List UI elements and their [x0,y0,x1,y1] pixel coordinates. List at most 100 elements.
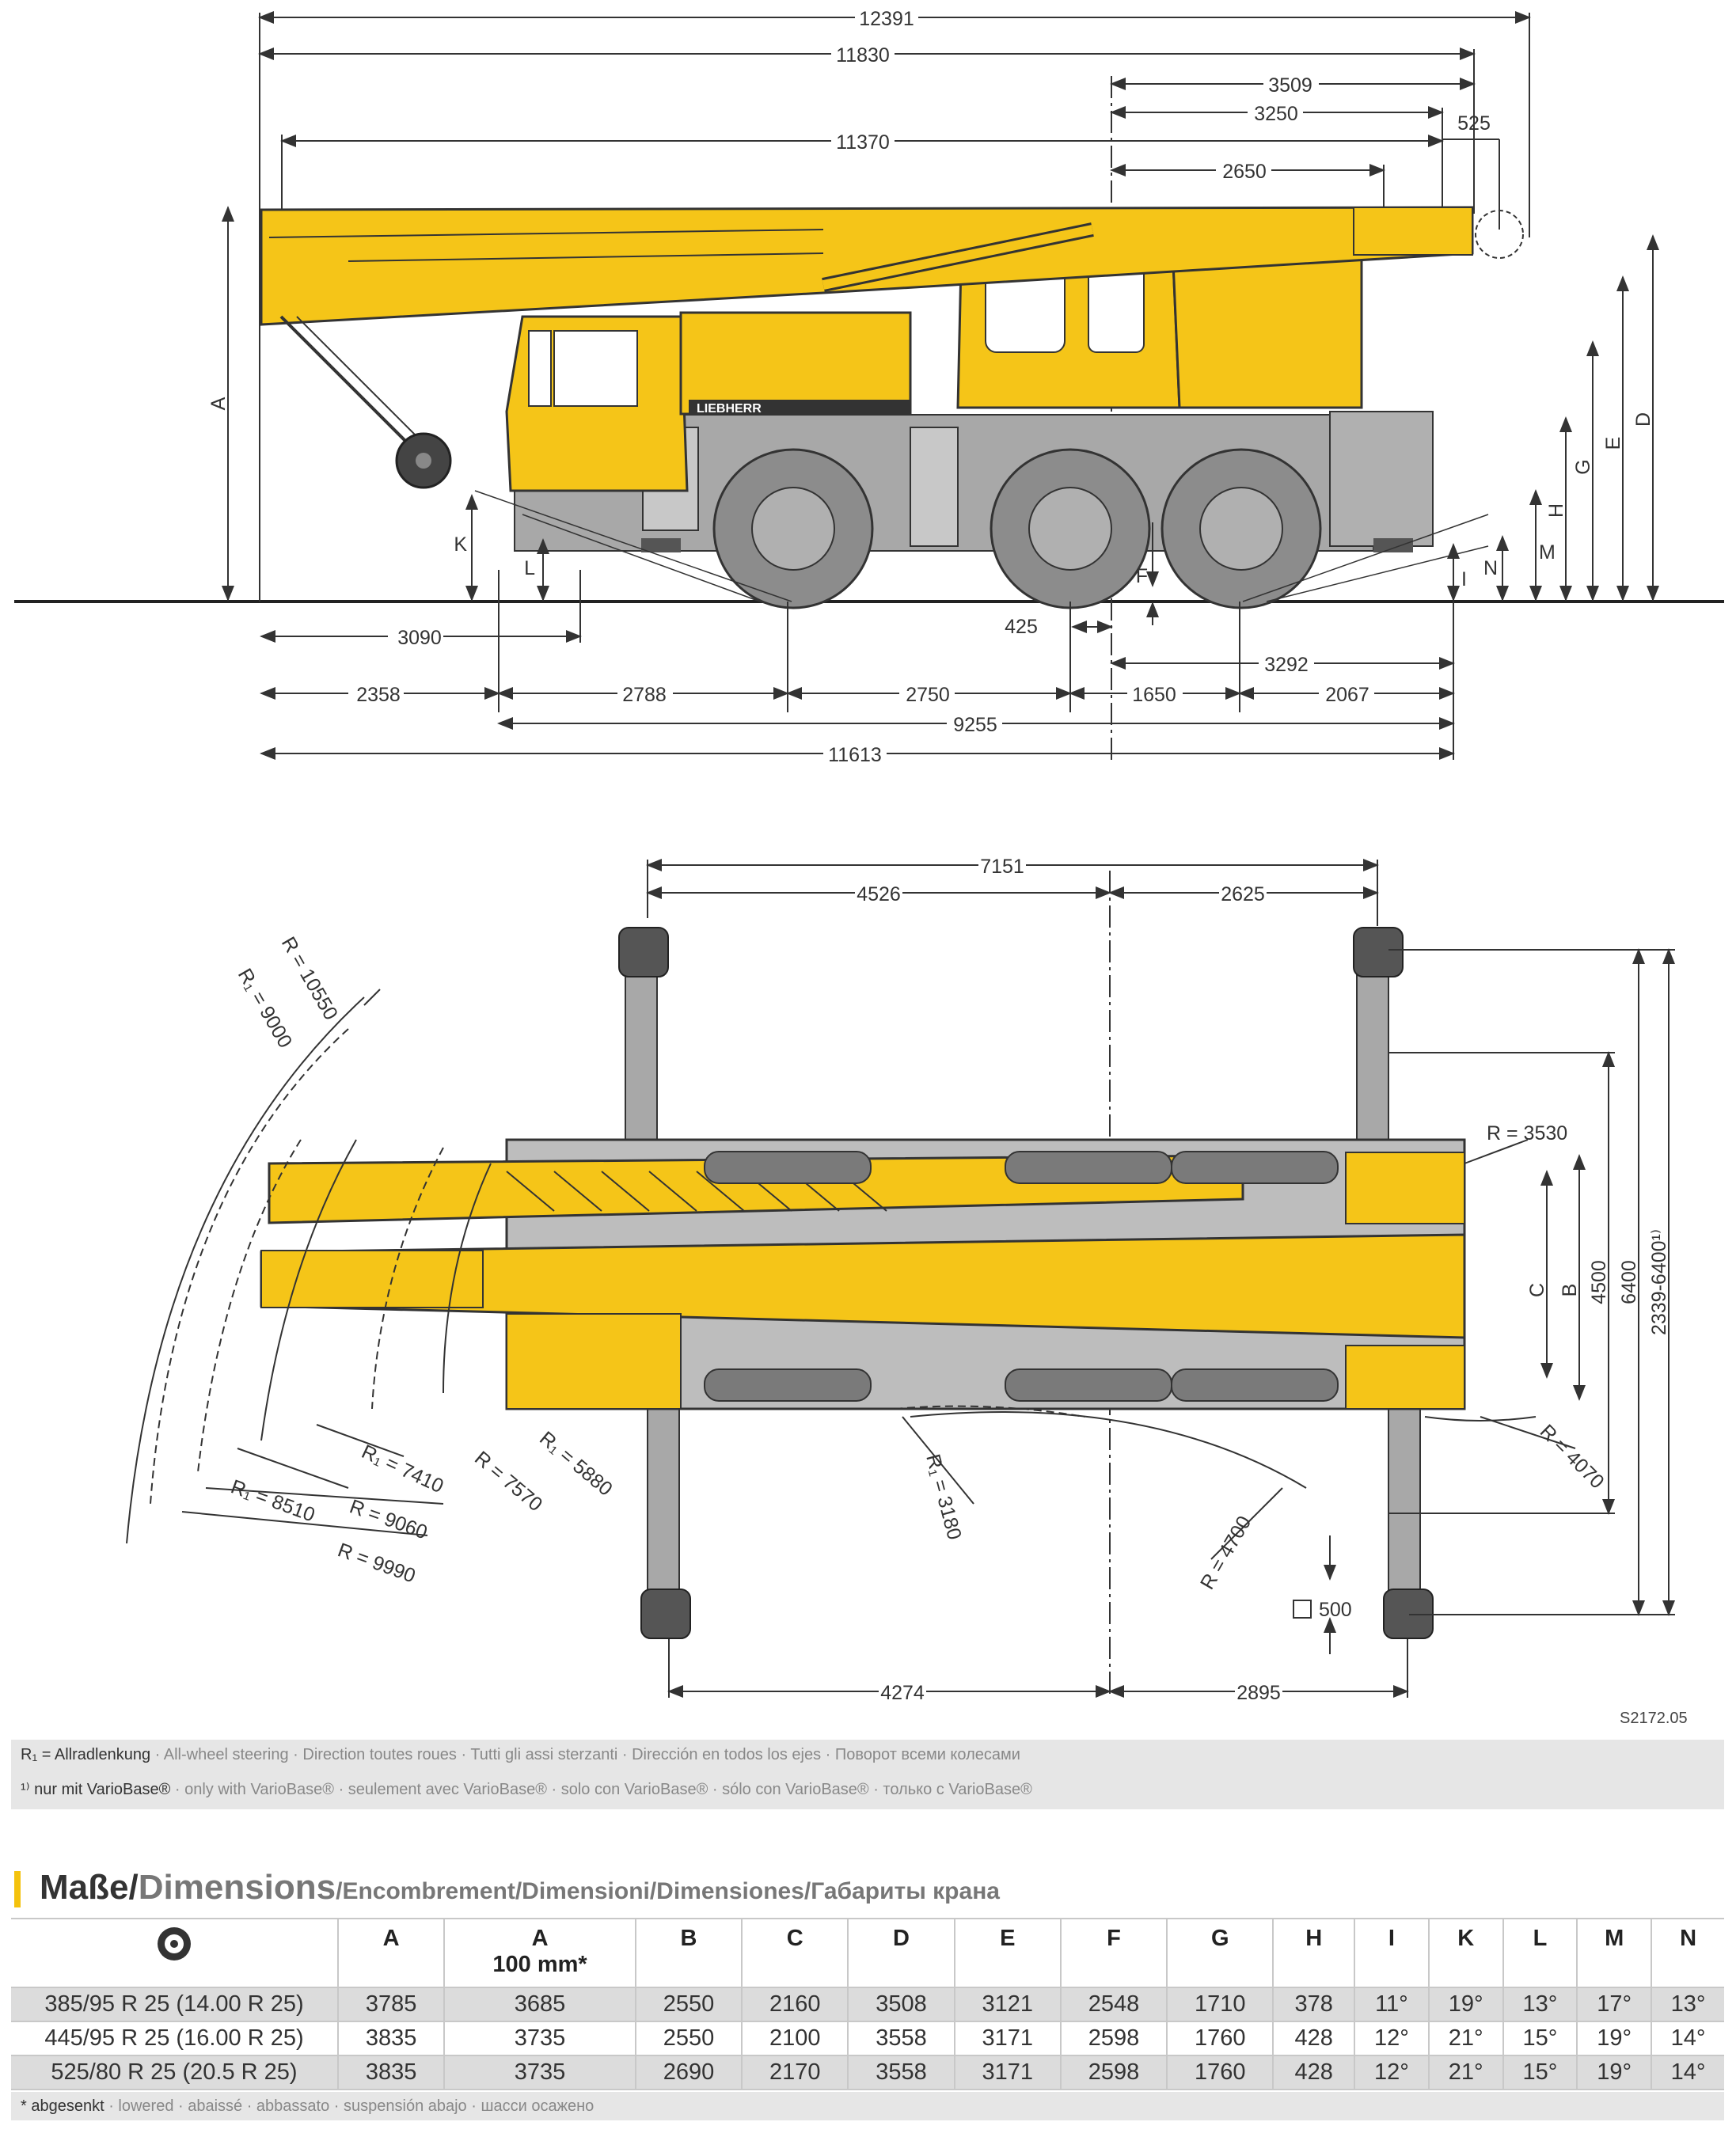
cell: 3171 [954,2055,1062,2090]
col-I: I [1354,1918,1430,1988]
col-M: M [1577,1918,1653,1988]
tire-size: 385/95 R 25 (14.00 R 25) [11,1987,339,2022]
dim-4526: 4526 [857,883,901,905]
note-allwheel: R₁ = Allradlenkung · All-wheel steering … [21,1746,1020,1764]
footnote-key: * abgesenkt [21,2097,104,2115]
cell: 3785 [338,1987,446,2022]
radius-3530: R = 3530 [1487,1122,1567,1144]
cell: 12° [1354,2021,1430,2056]
drawing-number: S2172.05 [1620,1710,1688,1727]
label-G: H [1545,503,1567,518]
col-C: C [742,1918,849,1988]
cell: 15° [1502,2055,1578,2090]
footnote-rest: · lowered · abaissé · abbassato · suspen… [104,2097,594,2115]
cell: 3685 [444,1987,636,2022]
tire-icon [158,1927,191,1960]
col-A-lowered-sub: 100 mm* [492,1952,587,1977]
cell: 2170 [742,2055,849,2090]
cell: 3508 [848,1987,955,2022]
dim-2750: 2750 [906,684,950,706]
dim-12391: 12391 [859,8,914,30]
table-row: 445/95 R 25 (16.00 R 25) 3835 3735 2550 … [11,2021,1724,2056]
col-G: G [1167,1918,1274,1988]
dim-1650: 1650 [1132,684,1176,706]
cell: 2598 [1060,2021,1168,2056]
dim-2788: 2788 [622,684,667,706]
cell: 3735 [444,2055,636,2090]
radius-7410: R₁ = 7410 [358,1440,446,1497]
col-F: F [1060,1918,1168,1988]
note-allwheel-key: R₁ = Allradlenkung [21,1746,151,1763]
heading-en: Dimensions [138,1868,336,1907]
col-E: E [954,1918,1062,1988]
col-K: K [1428,1918,1504,1988]
label-N: N [1483,557,1498,579]
cell: 2690 [635,2055,743,2090]
cell: 378 [1273,1987,1356,2022]
col-H: H [1273,1918,1356,1988]
cell: 19° [1577,2055,1653,2090]
cell: 2550 [635,1987,743,2022]
label-M: M [1539,541,1556,564]
wheel [712,448,874,609]
dim-4500: 4500 [1588,1260,1610,1304]
label-E: E [1602,437,1624,450]
dim-2358: 2358 [356,684,401,706]
label-L: L [524,557,535,579]
plan-view: 7151 4526 2625 4274 2895 [126,856,1675,1702]
col-A-lowered-letter: A [531,1926,549,1951]
footnote: * abgesenkt · lowered · abaissé · abbass… [11,2092,1724,2120]
note-allwheel-rest: · All-wheel steering · Direction toutes … [150,1746,1020,1763]
wheel [990,448,1151,609]
crane-side: LIEBHERR [260,206,1524,609]
dim-525: 525 [1457,112,1491,135]
label-I: I [1461,568,1467,590]
table-row: 525/80 R 25 (20.5 R 25) 3835 3735 2690 2… [11,2055,1724,2090]
dim-9255: 9255 [953,714,997,736]
dim-7151: 7151 [980,856,1024,878]
radius-5880: R₁ = 5880 [535,1427,617,1501]
dim-4274: 4274 [880,1682,925,1702]
col-L: L [1502,1918,1578,1988]
dim-500: 500 [1319,1599,1352,1621]
radius-4700: R = 4700 [1196,1513,1255,1593]
cell: 1710 [1167,1987,1274,2022]
label-D: D [1632,412,1654,427]
label-B: B [1559,1284,1581,1297]
dim-2339-6400: 2339-6400¹⁾ [1648,1229,1670,1335]
square-icon [1293,1600,1312,1619]
technical-drawing: 12391 11830 3509 3250 525 11370 2650 [14,8,1724,1702]
cell: 2598 [1060,2055,1168,2090]
heading-de: Maße [40,1868,129,1907]
col-N: N [1651,1918,1724,1988]
cell: 2100 [742,2021,849,2056]
radius-7570: R = 7570 [470,1447,546,1516]
wheel [1160,448,1322,609]
dim-2625: 2625 [1221,883,1265,905]
dim-2650: 2650 [1222,161,1267,183]
dim-3292: 3292 [1264,654,1309,676]
cell: 21° [1428,2055,1504,2090]
note-variobase-rest: · only with VarioBase® · seulement avec … [170,1781,1032,1798]
col-D: D [848,1918,955,1988]
heading-accent-bar [14,1871,21,1907]
dim-11370: 11370 [836,131,890,154]
dim-3250: 3250 [1254,103,1298,125]
cell: 3558 [848,2021,955,2056]
cell: 15° [1502,2021,1578,2056]
cell: 2548 [1060,1987,1168,2022]
dim-2895: 2895 [1236,1682,1281,1702]
cell: 21° [1428,2021,1504,2056]
cell: 14° [1651,2021,1724,2056]
note-variobase: ¹⁾ nur mit VarioBase® · only with VarioB… [21,1779,1032,1799]
cell: 19° [1428,1987,1504,2022]
dim-3090: 3090 [397,627,442,649]
radius-3180: R₁ = 3180 [921,1452,966,1542]
cell: 19° [1577,2021,1653,2056]
notes-box: R₁ = Allradlenkung · All-wheel steering … [11,1740,1724,1809]
table-row: 385/95 R 25 (14.00 R 25) 3785 3685 2550 … [11,1987,1724,2022]
radius-10550: R = 10550 [277,933,342,1024]
label-K: K [454,533,467,556]
dim-11830: 11830 [836,44,890,66]
